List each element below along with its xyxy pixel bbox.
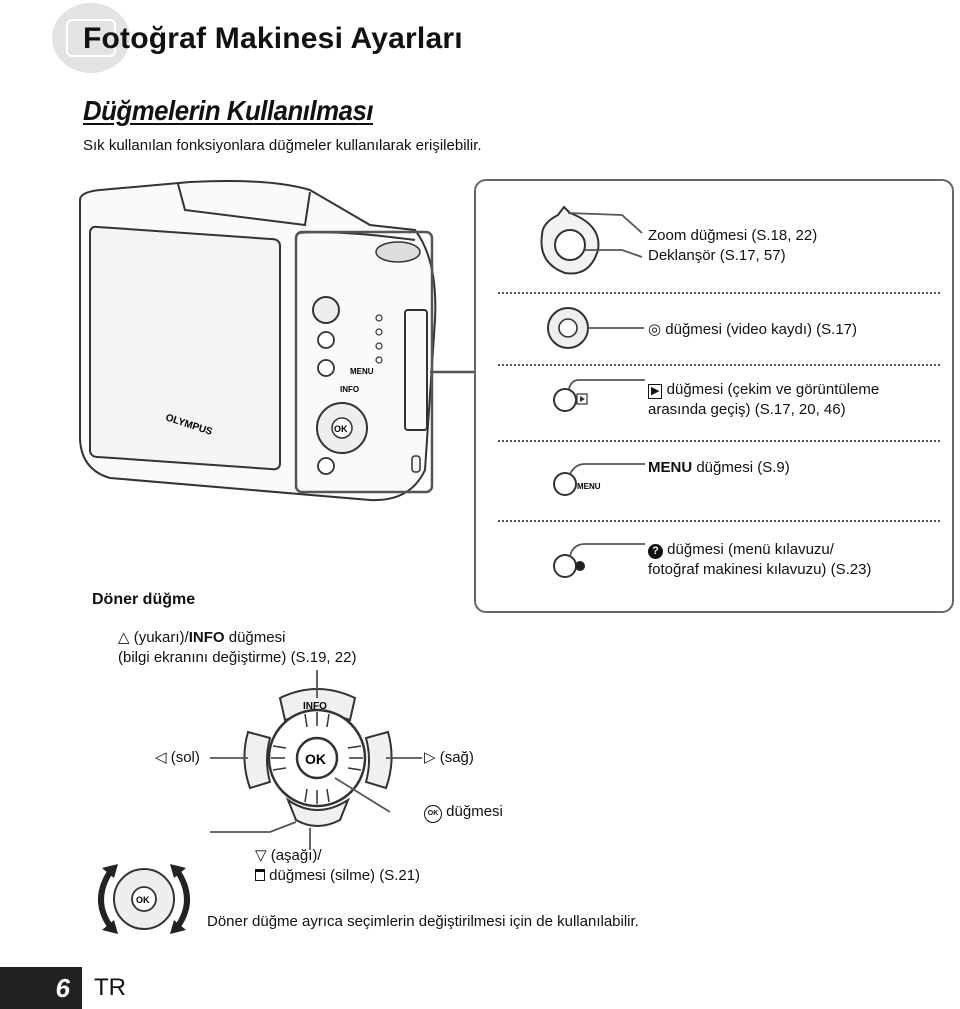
dial-up-text-line2: (bilgi ekranını değiştirme) (S.19, 22) — [118, 649, 357, 666]
rotate-dial-ok-label: OK — [136, 895, 150, 905]
section-title: Düğmelerin Kullanılması — [83, 95, 374, 126]
panel-connector-line — [430, 370, 474, 374]
movie-button[interactable] — [312, 296, 340, 324]
dial-down-text-line2: düğmesi (silme) (S.21) — [255, 866, 420, 886]
divider — [498, 364, 940, 366]
page-number-box: 6 — [0, 967, 82, 1009]
menu-icon-label: MENU — [577, 482, 601, 491]
shutter-text: Deklanşör (S.17, 57) — [648, 247, 786, 264]
movie-icon: ◎ — [648, 321, 662, 338]
dial-ok-button[interactable] — [295, 736, 339, 780]
ok-icon: OK — [424, 805, 442, 823]
zoom-button-text: Zoom düğmesi (S.18, 22) — [648, 227, 818, 244]
play-button-text-line2: arasında geçiş) (S.17, 20, 46) — [648, 401, 846, 418]
up-triangle-icon: △ — [118, 629, 130, 646]
trash-icon — [255, 869, 265, 881]
play-button-text: ▶ düğmesi (çekim ve görüntüleme — [648, 380, 879, 400]
info-label: INFO — [340, 385, 359, 394]
language-code: TR — [94, 974, 126, 1001]
camera-back-illustration: OLYMPUS MENU INFO OK — [79, 180, 437, 502]
menu-button-text: MENU düğmesi (S.9) — [648, 459, 790, 476]
help-button-icon — [553, 543, 645, 578]
camera-icon — [52, 3, 130, 73]
divider — [498, 520, 940, 522]
menu-button-label: MENU — [350, 367, 374, 376]
help-button-text-line2: fotoğraf makinesi kılavuzu) (S.23) — [648, 561, 872, 578]
page-number: 6 — [55, 973, 70, 1003]
help-button[interactable] — [317, 457, 335, 475]
right-triangle-icon: ▷ — [424, 749, 436, 766]
play-icon: ▶ — [648, 384, 663, 399]
page-title: Fotoğraf Makinesi Ayarları — [83, 22, 463, 55]
dial-down-pad — [285, 797, 351, 827]
divider — [498, 292, 940, 294]
dial-right-pad — [364, 730, 393, 790]
dial-left-text: ◁ (sol) — [155, 749, 200, 766]
intro-text: Sık kullanılan fonksiyonlara düğmeler ku… — [83, 137, 482, 154]
play-button-icon — [553, 379, 645, 412]
dial-info-label: INFO — [303, 701, 327, 712]
movie-button-text: ◎ düğmesi (video kaydı) (S.17) — [648, 321, 858, 338]
zoom-shutter-icon — [540, 205, 643, 275]
buttons-panel — [474, 179, 954, 613]
down-triangle-icon: ▽ — [255, 847, 267, 864]
play-button[interactable] — [317, 331, 335, 349]
dial-right-text: ▷ (sağ) — [424, 749, 474, 766]
menu-button[interactable] — [317, 359, 335, 377]
dial-ok-text: OK düğmesi — [424, 802, 503, 823]
help-icon: ? — [648, 544, 663, 559]
dial-title: Döner düğme — [92, 591, 196, 608]
rotate-note: Döner düğme ayrıca seçimlerin değiştiril… — [207, 913, 639, 930]
dial-diagram: OK INFO — [210, 670, 422, 850]
dial-up-text: △ (yukarı)/INFO düğmesi — [118, 629, 286, 646]
dial-left-pad — [243, 730, 272, 790]
ok-label: OK — [334, 424, 348, 434]
dial-down-text: ▽ (aşağı)/ — [255, 847, 322, 864]
help-button-text: ? düğmesi (menü kılavuzu/ — [648, 540, 834, 560]
divider — [498, 440, 940, 442]
left-triangle-icon: ◁ — [155, 749, 167, 766]
dial-ok-label: OK — [305, 751, 326, 767]
movie-button-icon — [547, 307, 644, 349]
button-area-highlight — [294, 230, 434, 494]
rotate-dial-icon: OK — [98, 864, 190, 934]
menu-button-icon: MENU — [553, 463, 645, 496]
